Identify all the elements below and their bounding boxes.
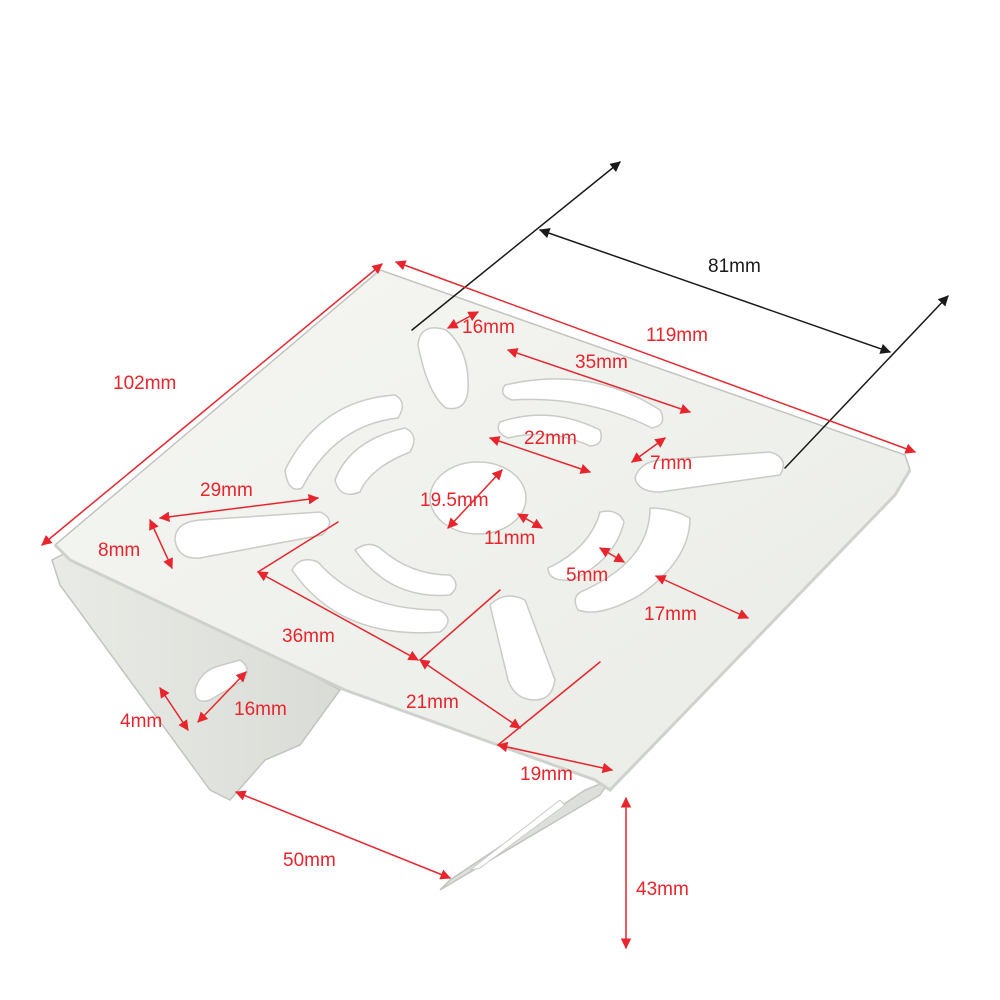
- dim-line-21-ext: [419, 589, 501, 661]
- label-8mm: 8mm: [98, 540, 140, 561]
- dim-line-11: [517, 513, 543, 529]
- dimension-lines: [41, 161, 949, 950]
- dim-line-81-left: [411, 161, 621, 331]
- dim-line-22: [489, 436, 591, 474]
- label-43mm: 43mm: [636, 879, 689, 900]
- label-11mm: 11mm: [484, 528, 535, 549]
- dim-line-5: [599, 547, 625, 563]
- arc-lower-right: [574, 507, 691, 613]
- label-5mm: 5mm: [566, 565, 608, 586]
- label-35mm: 35mm: [575, 352, 628, 373]
- dim-line-16-top: [447, 311, 479, 329]
- dimension-labels: 81mm 16mm 119mm 102mm 35mm 22mm 7mm 29mm…: [98, 256, 761, 900]
- label-119mm: 119mm: [646, 325, 708, 346]
- label-29mm: 29mm: [200, 480, 253, 501]
- label-36mm: 36mm: [282, 626, 335, 647]
- dim-line-4: [159, 687, 189, 731]
- label-19-5mm: 19.5mm: [420, 490, 489, 511]
- dim-line-8: [149, 519, 173, 569]
- label-50mm: 50mm: [283, 850, 336, 871]
- dim-line-19-5: [447, 469, 503, 529]
- label-17mm: 17mm: [644, 604, 697, 625]
- dim-line-36: [257, 571, 419, 661]
- plate-edge: [53, 469, 912, 792]
- label-4mm: 4mm: [120, 711, 162, 732]
- label-21mm: 21mm: [406, 692, 459, 713]
- dim-line-16-side: [197, 671, 247, 723]
- dim-line-21: [419, 659, 521, 729]
- right-flange-slot: [469, 799, 566, 871]
- label-19mm: 19mm: [520, 764, 573, 785]
- label-16mm-top: 16mm: [462, 317, 515, 338]
- dim-line-35: [507, 348, 691, 414]
- slot-right: [634, 451, 785, 493]
- dim-line-102: [41, 263, 383, 546]
- label-102mm: 102mm: [113, 373, 176, 394]
- inner-arc-right: [547, 510, 625, 581]
- dim-line-19: [496, 741, 614, 774]
- dim-line-7: [631, 437, 666, 463]
- dim-line-50: [235, 790, 451, 880]
- bracket-body: [51, 269, 912, 891]
- dim-line-36-ext: [257, 521, 339, 573]
- label-16mm-side: 16mm: [234, 699, 287, 720]
- label-7mm: 7mm: [650, 453, 692, 474]
- dim-line-29: [158, 493, 320, 523]
- label-81mm: 81mm: [708, 256, 761, 277]
- dim-line-19-ext: [497, 661, 601, 746]
- label-22mm: 22mm: [524, 428, 577, 449]
- dim-line-17: [655, 575, 749, 619]
